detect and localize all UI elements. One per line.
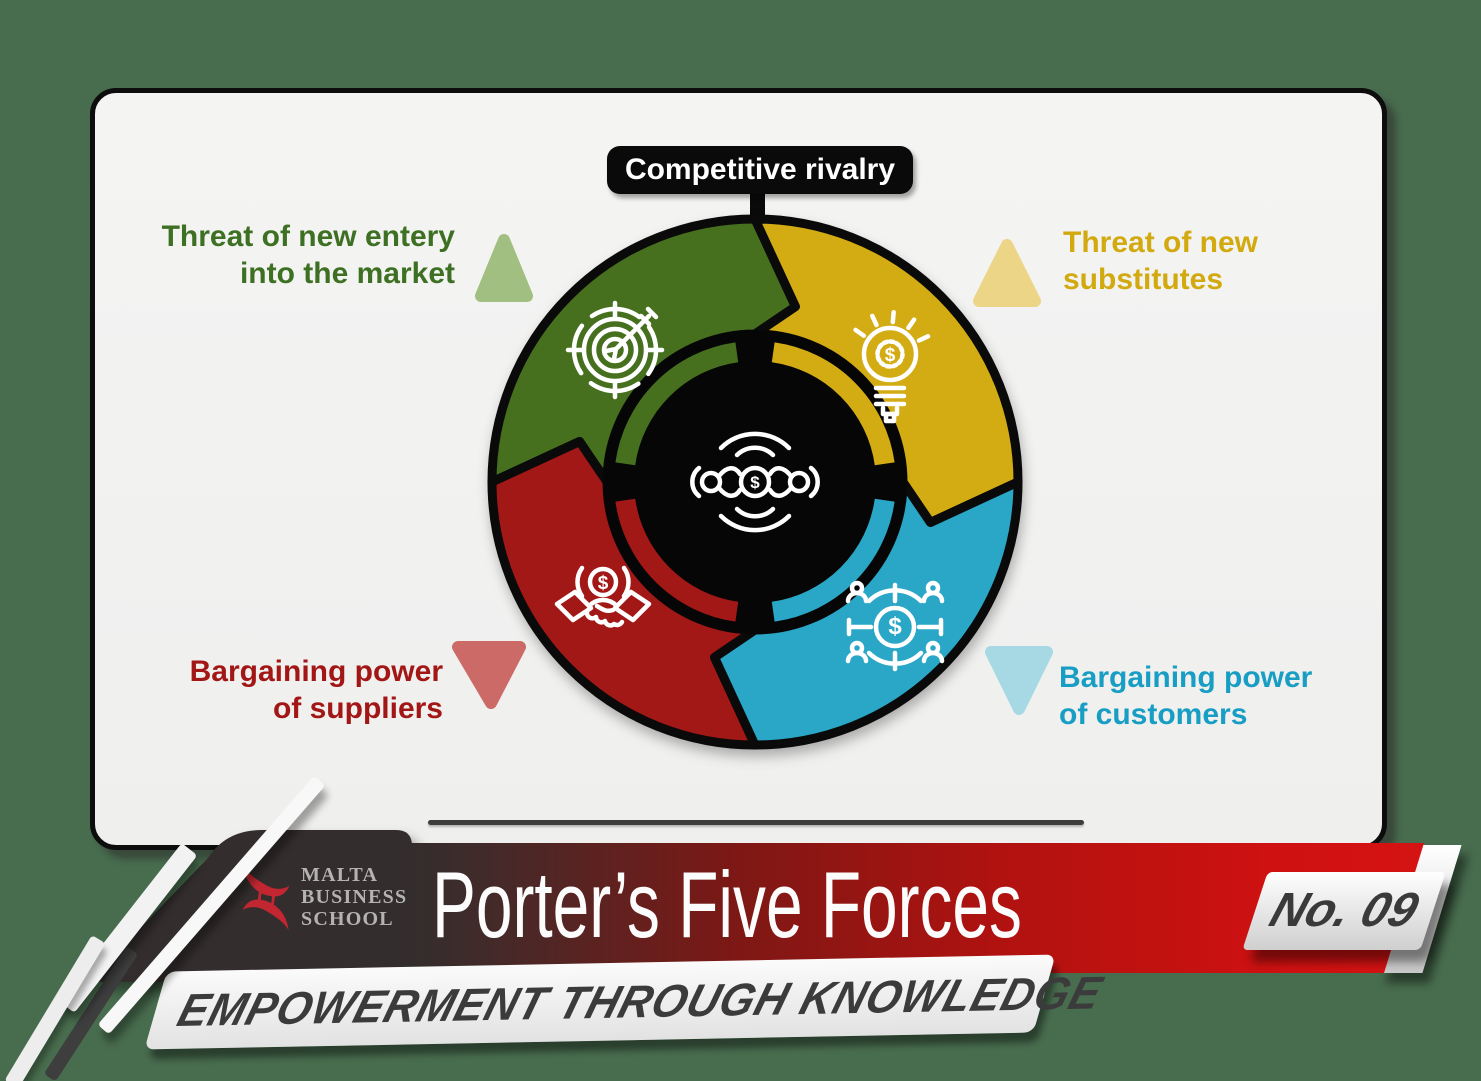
svg-text:$: $ [885, 345, 896, 366]
center-ring [615, 342, 895, 622]
logo-line: MALTA [301, 864, 379, 886]
tagline-text: EMPOWERMENT THROUGH KNOWLEDGE [172, 966, 1109, 1037]
divider-line [428, 820, 1084, 825]
handshake-icon: $ [554, 565, 652, 628]
logo-line: SCHOOL [301, 908, 394, 930]
label-line: Threat of new [1063, 226, 1259, 259]
svg-text:$: $ [888, 613, 902, 640]
triangle-down-red-icon [452, 641, 526, 709]
label-threat-new-entry: Threat of new entery into the market [130, 218, 455, 292]
label-line: Bargaining power [1059, 661, 1313, 694]
five-forces-wheel: $ $ $ $ [487, 214, 1023, 750]
number-badge: No. 09 [1242, 872, 1446, 950]
customer-network-icon: $ [845, 580, 945, 672]
tagline-banner: EMPOWERMENT THROUGH KNOWLEDGE [144, 954, 1108, 1050]
malta-business-school-logo-icon [242, 865, 290, 931]
label-line: substitutes [1063, 263, 1224, 296]
label-threat-substitutes: Threat of new substitutes [1063, 224, 1393, 298]
page-title: Porter’s Five Forces [432, 852, 1022, 957]
label-line: Bargaining power [189, 655, 443, 688]
triangle-up-green-icon [475, 234, 533, 302]
triangle-up-yellow-icon [973, 239, 1041, 307]
logo-wordmark: MALTA BUSINESS SCHOOL [301, 864, 407, 930]
idea-bulb-icon: $ [853, 309, 931, 424]
label-line: Threat of new entery [161, 220, 455, 253]
svg-text:$: $ [750, 473, 760, 492]
label-supplier-power: Bargaining power of suppliers [120, 653, 443, 727]
label-customer-power: Bargaining power of customers [1059, 659, 1399, 733]
svg-text:$: $ [598, 573, 609, 594]
center-disc [603, 330, 907, 634]
logo-line: BUSINESS [301, 886, 408, 908]
label-line: of customers [1059, 698, 1248, 731]
label-line: into the market [239, 257, 455, 290]
person-icon [845, 580, 945, 664]
target-arrow-icon [565, 300, 665, 400]
triangle-down-blue-icon [985, 646, 1053, 715]
rivalry-tug-of-war-icon: $ [690, 431, 820, 533]
competitive-rivalry-bubble: Competitive rivalry [607, 146, 913, 194]
label-line: of suppliers [272, 692, 443, 725]
